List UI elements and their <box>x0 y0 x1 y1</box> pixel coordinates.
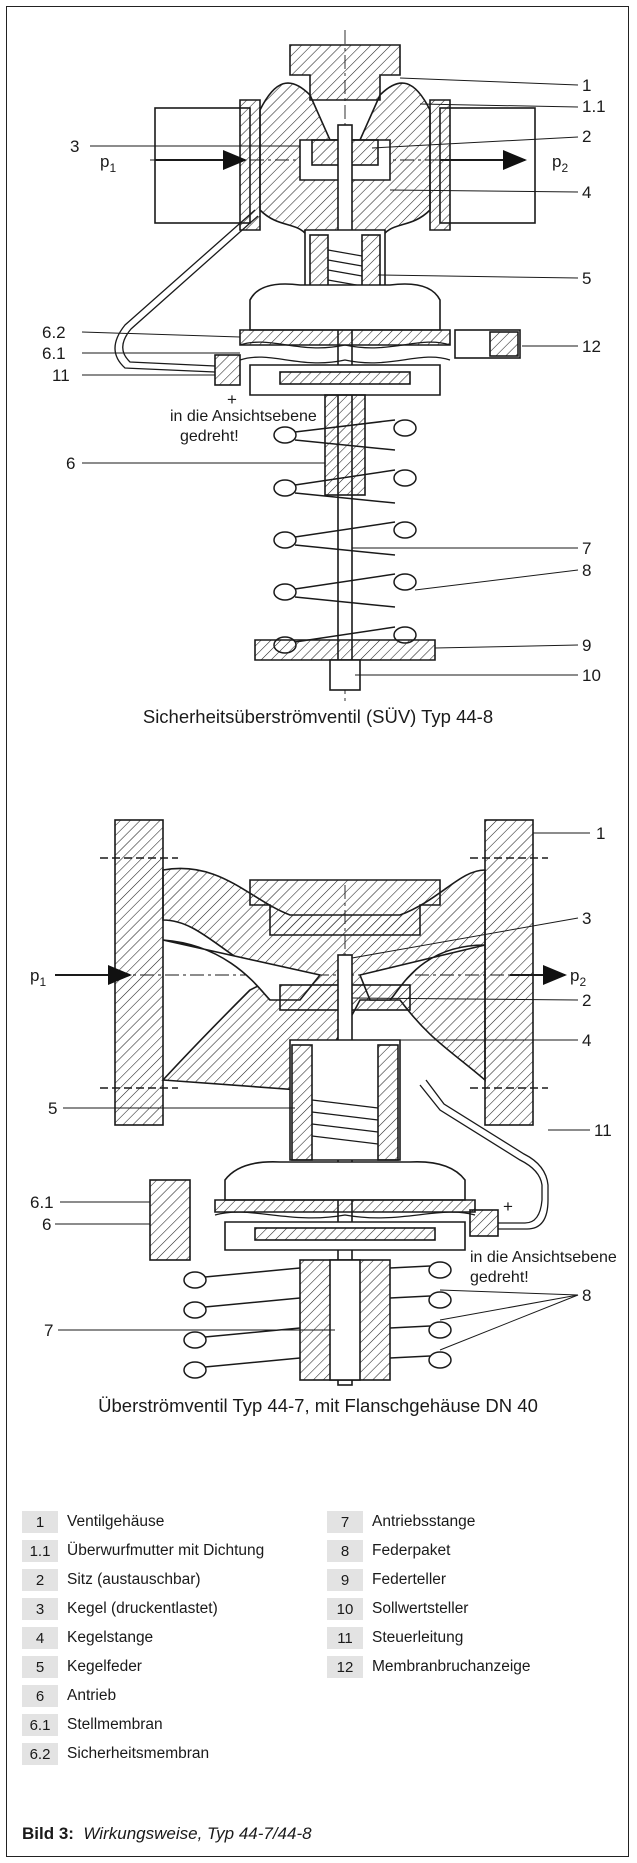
figure-title: Wirkungsweise, Typ 44-7/44-8 <box>83 1824 312 1843</box>
callout-12: 12 <box>582 337 601 356</box>
callout-9: 9 <box>582 636 591 655</box>
callout2-2: 2 <box>582 991 591 1010</box>
note-line2-1: gedreht! <box>180 428 239 445</box>
caption-typ-44-8: Sicherheitsüberströmventil (SÜV) Typ 44-… <box>143 706 493 727</box>
callout2-4: 4 <box>582 1031 591 1050</box>
diagram-typ-44-8 <box>81 30 579 705</box>
note-line2-2: gedreht! <box>470 1269 529 1286</box>
p2-label-1: p2 <box>552 152 568 175</box>
callout2-6: 6 <box>42 1215 51 1234</box>
callout-1-1: 1.1 <box>582 97 606 116</box>
callout2-3: 3 <box>582 909 591 928</box>
diagram-typ-44-7 <box>55 819 590 1386</box>
callout2-7: 7 <box>44 1321 53 1340</box>
diagram-1-labels: p1 p2 + in die Ansichtsebene gedreht! 1 … <box>42 76 606 727</box>
note-line1-1: in die Ansichtsebene <box>170 408 317 425</box>
figure-caption: Bild 3: Wirkungsweise, Typ 44-7/44-8 <box>22 1824 312 1844</box>
p2-label-2: p2 <box>570 966 586 989</box>
callout-5: 5 <box>582 269 591 288</box>
callout-2: 2 <box>582 127 591 146</box>
callout2-5: 5 <box>48 1099 57 1118</box>
plus-sign-1: + <box>227 390 237 409</box>
p1-label-2: p1 <box>30 966 46 989</box>
caption-typ-44-7: Überströmventil Typ 44-7, mit Flanschgeh… <box>98 1395 538 1416</box>
callout-11: 11 <box>52 366 70 385</box>
p1-label-1: p1 <box>100 152 116 175</box>
figure-label: Bild 3: <box>22 1824 74 1843</box>
callout2-8: 8 <box>582 1286 591 1305</box>
plus-sign-2: + <box>503 1197 513 1216</box>
callout-7: 7 <box>582 539 591 558</box>
callout-3: 3 <box>70 137 79 156</box>
callout-10: 10 <box>582 666 601 685</box>
figure-frame <box>6 6 629 1857</box>
callout-8: 8 <box>582 561 591 580</box>
callout-1: 1 <box>582 76 591 95</box>
callout2-1: 1 <box>596 824 605 843</box>
callout-6: 6 <box>66 454 75 473</box>
diagram-2-labels: p1 p2 + in die Ansichtsebene gedreht! 1 … <box>30 824 617 1416</box>
callout-4: 4 <box>582 183 591 202</box>
callout2-11: 11 <box>594 1121 612 1140</box>
callout2-6-1: 6.1 <box>30 1193 54 1212</box>
callout-6-2: 6.2 <box>42 323 66 342</box>
note-line1-2: in die Ansichtsebene <box>470 1249 617 1266</box>
callout-6-1: 6.1 <box>42 344 66 363</box>
